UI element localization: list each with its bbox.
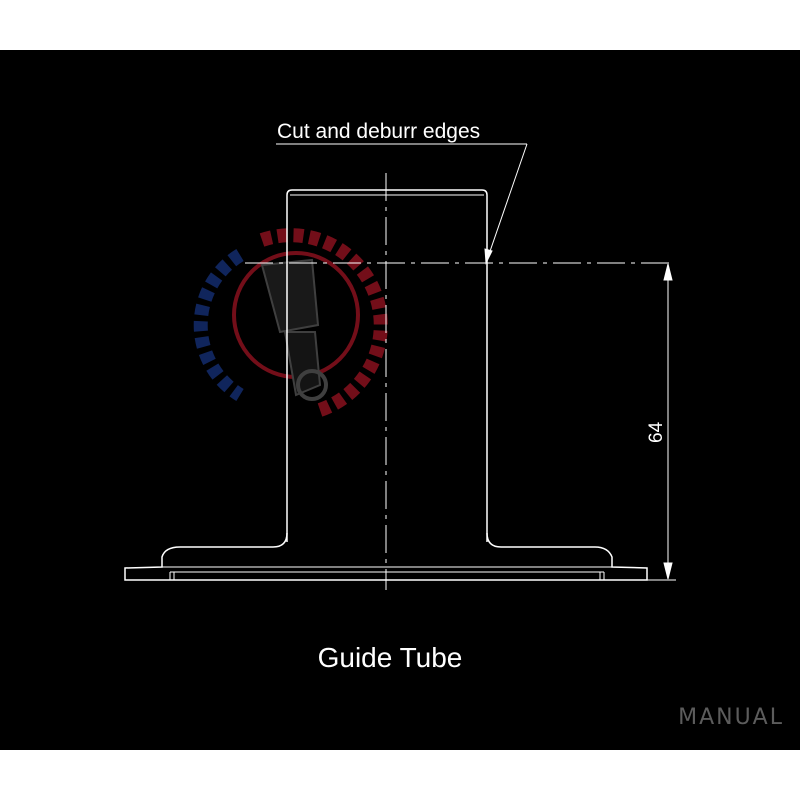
diagram-title: Guide Tube xyxy=(317,642,463,673)
guide-tube-outline xyxy=(180,189,595,548)
technical-drawing: Cut and deburr edges 64 xyxy=(124,120,676,590)
leader-line xyxy=(276,143,528,265)
annotation-text: Cut and deburr edges xyxy=(277,120,480,143)
piston-gear-logo-icon xyxy=(193,228,388,417)
brand-logo-text: MANUAL xyxy=(678,705,784,730)
dimension-64 xyxy=(612,263,676,581)
drawing-canvas: Cut and deburr edges 64 Guide Tube MANUA… xyxy=(0,50,800,750)
dimension-label: 64 xyxy=(646,421,667,443)
